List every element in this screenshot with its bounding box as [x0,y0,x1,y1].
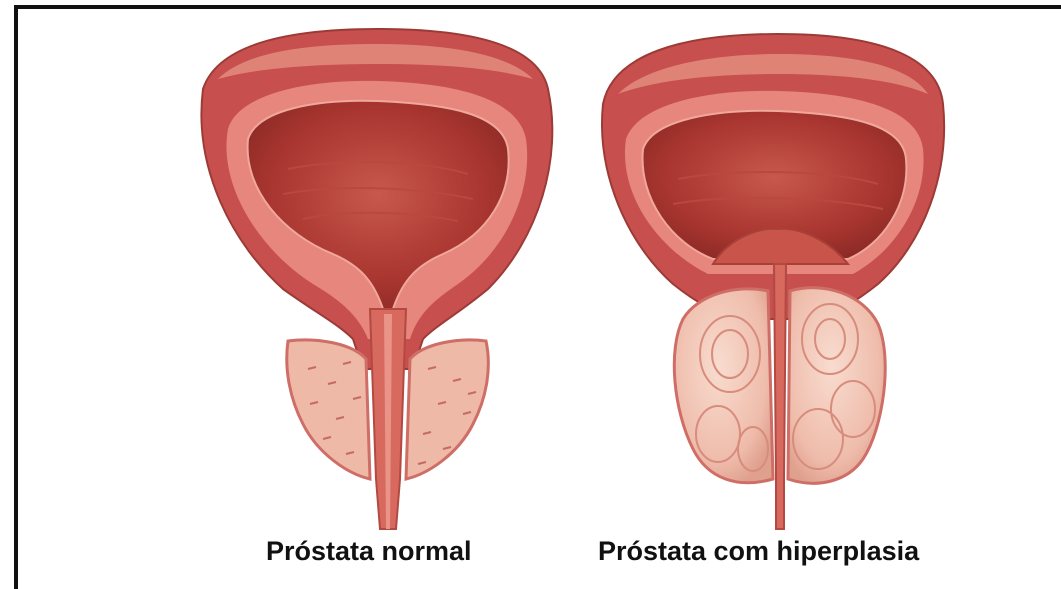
prostate-comparison-illustration [18,9,1061,589]
caption-hyperplasia-prostate: Próstata com hiperplasia [598,536,919,567]
caption-normal-prostate: Próstata normal [266,536,472,567]
hyperplasia-prostate-drawing [602,34,944,529]
normal-prostate-drawing [201,29,552,529]
